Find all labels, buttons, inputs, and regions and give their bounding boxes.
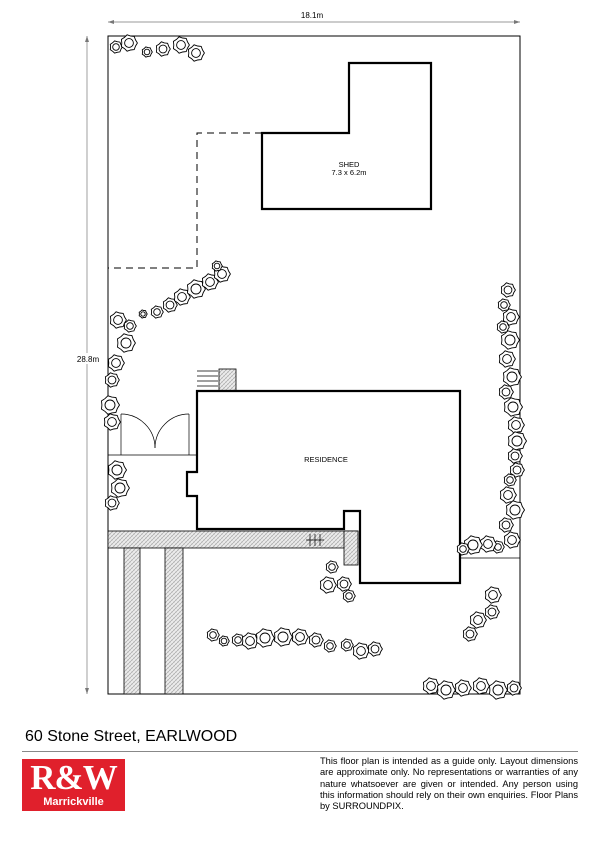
lot-boundary <box>107 35 521 695</box>
shrub <box>124 38 134 48</box>
shrub <box>503 285 513 295</box>
shrub <box>209 631 217 639</box>
steps <box>197 370 324 546</box>
shrub <box>107 498 117 508</box>
shed-size: 7.3 x 6.2m <box>331 168 366 177</box>
depth-dimension-label: 28.8m <box>77 355 100 364</box>
agency-logo: R&W Marrickville <box>22 759 125 811</box>
shrub <box>506 371 518 383</box>
width-dimension-label: 18.1m <box>301 11 324 20</box>
double-gate <box>108 413 197 456</box>
shrub <box>476 681 486 691</box>
dashed-outline <box>108 132 262 269</box>
shrub <box>356 646 366 656</box>
shrub <box>487 607 497 617</box>
shrub <box>295 632 305 642</box>
shrub <box>111 464 123 476</box>
shrub <box>504 334 516 346</box>
shrub <box>488 590 498 600</box>
shrub <box>217 269 227 279</box>
shrub <box>501 520 511 530</box>
shrub <box>165 300 175 310</box>
shrub <box>458 683 468 693</box>
disclaimer-text: This floor plan is intended as a guide o… <box>320 756 578 812</box>
shrub <box>345 592 353 600</box>
shrub <box>426 681 436 691</box>
shrub <box>323 580 333 590</box>
shrub <box>506 312 516 322</box>
trees-shrubs <box>101 34 528 700</box>
shrub <box>205 277 215 287</box>
shrub <box>113 315 123 325</box>
shrub <box>499 323 507 331</box>
shrub <box>500 301 508 309</box>
shrub <box>507 401 519 413</box>
logo-office: Marrickville <box>43 796 104 808</box>
shrub <box>370 644 380 654</box>
shrub <box>153 308 161 316</box>
shrub <box>509 504 521 516</box>
shrub <box>234 636 242 644</box>
shrub <box>114 482 126 494</box>
shrub <box>107 375 117 385</box>
shrub <box>512 465 522 475</box>
property-address: 60 Stone Street, EARLWOOD <box>25 728 238 745</box>
shrub <box>510 451 520 461</box>
shed: SHED 7.3 x 6.2m <box>260 61 433 211</box>
logo-brand: R&W <box>30 758 117 797</box>
shrub <box>511 420 521 430</box>
shrub <box>220 637 228 645</box>
paved-paths <box>107 368 359 695</box>
shrub <box>507 535 517 545</box>
shrub <box>213 262 221 270</box>
shrub <box>473 615 483 625</box>
shrub <box>259 632 271 644</box>
shrub <box>158 44 168 54</box>
shrub <box>459 545 467 553</box>
width-dimension: 18.1m <box>108 11 520 24</box>
shed-label: SHED <box>339 160 360 169</box>
shrub <box>503 490 513 500</box>
shrub <box>506 476 514 484</box>
shrub <box>502 354 512 364</box>
footer-divider <box>22 751 578 752</box>
shrub <box>143 48 151 56</box>
shrub <box>277 631 289 643</box>
shrub <box>177 292 187 302</box>
shrub <box>511 435 523 447</box>
shrub <box>111 358 121 368</box>
shrub <box>107 417 117 427</box>
shrub <box>328 563 336 571</box>
shrub <box>176 40 186 50</box>
shrub <box>343 641 351 649</box>
site-plan: 18.1m 28.8m SHED 7.3 x 6.2m RESIDENCE <box>77 11 528 700</box>
residence-label: RESIDENCE <box>304 455 348 464</box>
shrub <box>191 48 201 58</box>
shrub <box>326 642 334 650</box>
shrub <box>339 579 349 589</box>
shrub <box>440 684 452 696</box>
shrub <box>483 539 493 549</box>
shrub <box>467 539 479 551</box>
shrub <box>112 43 120 51</box>
shrub <box>509 683 519 693</box>
shrub <box>140 311 146 317</box>
depth-dimension: 28.8m <box>77 36 100 694</box>
shrub <box>501 387 511 397</box>
residence: RESIDENCE <box>185 389 462 585</box>
shrub <box>245 636 255 646</box>
shrub <box>104 399 116 411</box>
shrub <box>465 629 475 639</box>
shrub <box>311 635 321 645</box>
shrub <box>190 283 202 295</box>
shrub <box>492 684 504 696</box>
shrub <box>126 322 134 330</box>
shrub <box>120 337 132 349</box>
